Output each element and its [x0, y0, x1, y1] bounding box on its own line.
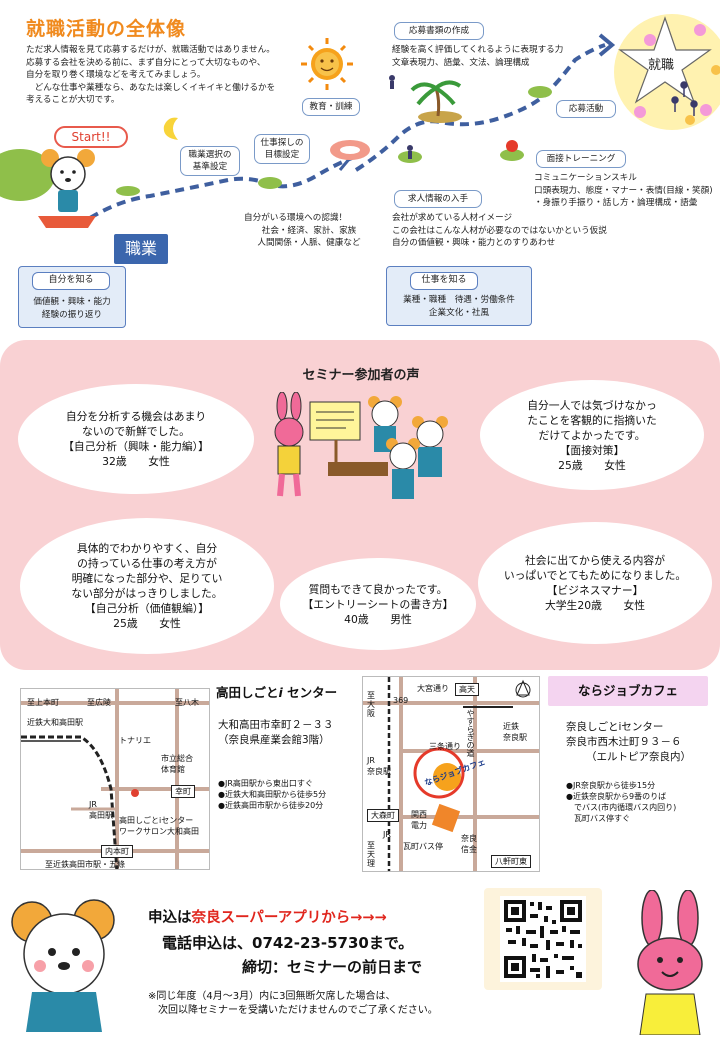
interview-tab: 面接トレーニング	[536, 150, 626, 168]
voice-bubble-4: 質問もできて良かったです。 【エントリーシートの書き方】 40歳 男性	[280, 558, 476, 650]
nara-map-roads	[363, 677, 539, 871]
job-search-goal-label: 仕事探しの 目標設定	[254, 134, 310, 164]
qr-code[interactable]	[500, 896, 586, 982]
map-label: 内本町	[101, 845, 133, 858]
job-info-tab: 求人情報の入手	[394, 190, 482, 208]
desk-icon	[328, 462, 388, 476]
map-label: 大宮通り	[417, 684, 449, 693]
applying-label: 応募活動	[556, 100, 616, 118]
education-label: 教育・訓練	[302, 98, 360, 116]
map-label: 三条通り	[429, 742, 461, 751]
map-label: トナリエ	[119, 736, 151, 745]
map-label: 369	[393, 696, 409, 705]
map-label: 幸町	[171, 785, 195, 798]
goal-label: 就職	[648, 58, 675, 73]
map-label: 大森町	[367, 809, 399, 822]
mascot-icon	[41, 149, 95, 212]
map-label: 至八木	[175, 698, 199, 707]
path-arrow-2	[598, 33, 616, 57]
nara-access: ●JR奈良駅から徒歩15分 ●近鉄奈良駅から9番のりば でバス(市内循環バス内回…	[566, 781, 677, 823]
application-docs-body: 経験を高く評価してくれるように表現する力 文章表現力、語彙、文法、論理構成	[392, 45, 564, 68]
map-label: 至 天 理	[367, 841, 375, 868]
map-label: 奈良 信金	[461, 834, 477, 854]
map-label: JR 奈良駅	[367, 756, 391, 776]
boat-icon	[38, 216, 96, 228]
map-label: 関西 電力	[411, 810, 427, 830]
map-label: 至広陵	[87, 698, 111, 707]
interview-body: コミュニケーションスキル 口頭表現力、態度・マナー・表情(目線・笑顔) ・身振り…	[534, 173, 713, 208]
map-label: 八軒町東	[491, 855, 531, 868]
map-label: 高天	[455, 683, 479, 696]
job-sign: 職業	[114, 234, 168, 264]
job-info-body: 会社が求めている人材イメージ この会社はこんな人材が必要なのではないかという仮説…	[392, 213, 607, 248]
map-label: JR	[383, 830, 391, 839]
palm-tree-icon	[410, 80, 462, 117]
map-label: 高田しごとiセンター ワークサロン大和高田	[119, 816, 199, 836]
swim-ring-icon	[330, 140, 370, 160]
apple-icon	[506, 140, 518, 152]
work-know-body: 業種・職種 待遇・労働条件 企業文化・社風	[403, 295, 515, 318]
map-label: 近鉄大和高田駅	[27, 718, 83, 727]
attendance-note: ※同じ年度（4月～3月）内に3回無断欠席した場合は、 次回以降セミナーを受講いた…	[148, 991, 438, 1016]
map-label: 市立総合 体育館	[161, 754, 193, 774]
start-badge: Start!!	[54, 126, 128, 148]
rabbit-mascot	[637, 890, 703, 1035]
person-icon	[389, 75, 413, 159]
apply-deadline: 締切：セミナーの前日まで	[242, 958, 423, 976]
island-icon	[0, 86, 552, 201]
apply-app-link[interactable]: 奈良スーパーアプリから→→→	[191, 910, 387, 926]
map-label: 瓦町バス停	[403, 842, 443, 851]
map-label: 至近鉄高田市駅・五條	[45, 860, 125, 869]
voice-bubble-2: 自分一人では気づけなかっ たことを客観的に指摘いた だけてよかったです。 【面接…	[480, 380, 704, 490]
bear-icon	[368, 396, 448, 499]
apply-line-1: 申込は奈良スーパーアプリから→→→	[148, 910, 387, 926]
map-label: やすらぎの道	[466, 709, 475, 757]
goal-star-icon	[614, 14, 720, 130]
intro-text: ただ求人情報を見て応募するだけが、就職活動ではありません。 応募する会社を決める…	[26, 45, 276, 105]
nara-office-name: ならジョブカフェ	[548, 676, 708, 706]
takada-access: ●JR高田駅から東出口すぐ ●近鉄大和高田駅から徒歩5分 ●近鉄高田市駅から徒歩…	[218, 779, 327, 810]
roadmap-illustration	[0, 14, 720, 228]
application-docs-tab: 応募書類の作成	[394, 22, 484, 40]
takada-address: 大和高田市幸町２－３３ （奈良県産業会館3階）	[218, 719, 334, 746]
voice-bubble-3: 具体的でわかりやすく、自分 の持っている仕事の考え方が 明確になった部分や、足り…	[20, 518, 274, 654]
voices-title: セミナー参加者の声	[302, 368, 420, 383]
voice-bubble-1: 自分を分析する機会はあまり ないので新鮮でした。 【自己分析（興味・能力編）】 …	[18, 384, 254, 494]
apply-phone: 電話申込は、0742-23-5730まで。	[162, 934, 414, 952]
seminar-illustration	[274, 392, 448, 499]
whiteboard-icon	[309, 401, 361, 472]
voice-bubble-5: 社会に出てから使える内容が いっぱいでとてもためになりました。 【ビジネスマナー…	[478, 522, 712, 644]
environment-text: 自分がいる環境への認識！ 社会・経済、家計、家族 人間関係・人脈、健康など	[244, 213, 361, 248]
self-know-tab: 自分を知る	[32, 272, 110, 290]
map-label: 至上本町	[27, 698, 59, 707]
nara-map: 大宮通り 高天 369 至 大 阪 やすらぎの道 近鉄 奈良駅 三条通り JR …	[362, 676, 540, 872]
map-label: JR 高田駅	[89, 800, 113, 820]
nara-address: 奈良しごとiセンター 奈良市西木辻町９３－６ （エルトピア奈良内）	[566, 721, 691, 763]
map-label: 近鉄 奈良駅	[503, 722, 527, 742]
takada-office-name: 高田しごとi センター	[216, 685, 338, 700]
takada-map-roads	[21, 689, 209, 869]
page-title: 就職活動の全体像	[26, 18, 187, 40]
self-know-body: 価値観・興味・能力 経験の振り返り	[33, 297, 111, 320]
bear-mascot	[11, 899, 115, 1032]
map-label: 至 大 阪	[367, 691, 375, 718]
sun-icon	[301, 38, 353, 90]
work-know-tab: 仕事を知る	[410, 272, 478, 290]
criteria-label: 職業選択の 基準設定	[180, 146, 240, 176]
moon-icon	[163, 117, 178, 140]
takada-map: 至上本町 至広陵 至八木 近鉄大和高田駅 トナリエ 市立総合 体育館 幸町 JR…	[20, 688, 210, 870]
path-segment-2	[354, 43, 606, 172]
rabbit-icon	[274, 392, 304, 497]
